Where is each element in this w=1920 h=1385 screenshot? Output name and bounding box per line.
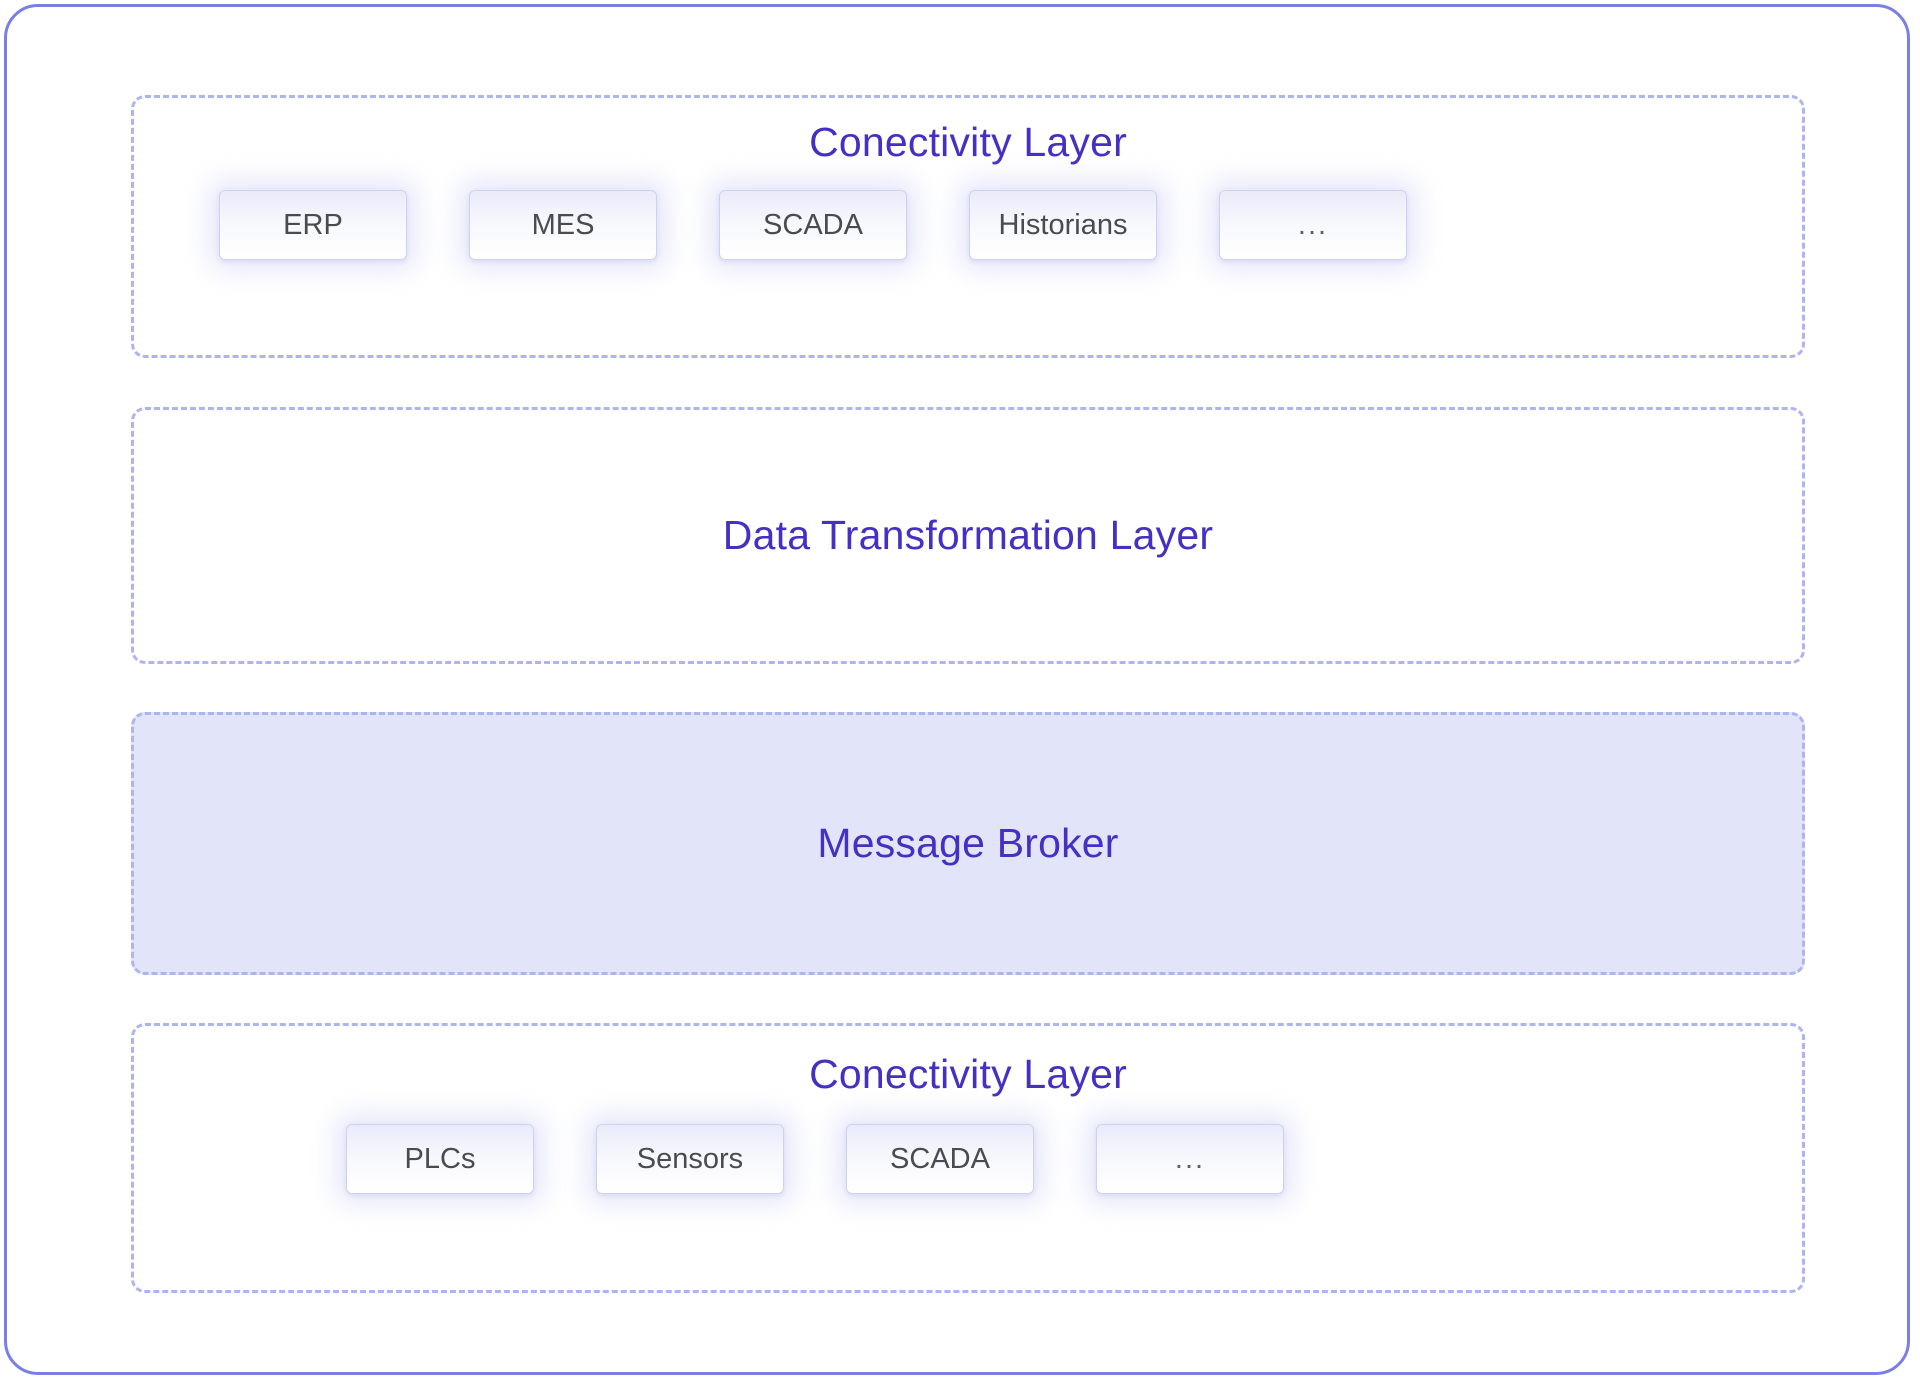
layer-panel-connectivity-bottom: Conectivity Layer PLCs Sensors SCADA ... <box>131 1023 1805 1293</box>
node-chip-label: MES <box>531 208 595 241</box>
layer-title-connectivity-bottom: Conectivity Layer <box>809 1051 1127 1097</box>
node-chip-scada-bottom[interactable]: SCADA <box>846 1124 1034 1194</box>
node-chip-more-top[interactable]: ... <box>1219 190 1407 260</box>
node-chip-label: Historians <box>998 208 1128 241</box>
node-chip-label: PLCs <box>404 1142 476 1175</box>
node-row-connectivity-bottom: PLCs Sensors SCADA ... <box>134 1124 1802 1194</box>
layers-stack: Conectivity Layer ERP MES SCADA Historia… <box>131 95 1805 1299</box>
node-row-connectivity-top: ERP MES SCADA Historians ... <box>134 190 1802 260</box>
node-chip-label: ... <box>1297 208 1329 241</box>
node-chip-erp[interactable]: ERP <box>219 190 407 260</box>
node-chip-label: SCADA <box>763 208 863 241</box>
node-chip-sensors[interactable]: Sensors <box>596 1124 784 1194</box>
node-chip-label: SCADA <box>890 1142 990 1175</box>
node-chip-label: ERP <box>283 208 343 241</box>
layer-title-connectivity-top: Conectivity Layer <box>809 119 1127 165</box>
node-chip-historians[interactable]: Historians <box>969 190 1157 260</box>
layer-title-data-transformation: Data Transformation Layer <box>722 512 1214 558</box>
node-chip-label: ... <box>1174 1142 1206 1175</box>
layer-panel-data-transformation: Data Transformation Layer <box>131 407 1805 664</box>
node-chip-scada-top[interactable]: SCADA <box>719 190 907 260</box>
node-chip-mes[interactable]: MES <box>469 190 657 260</box>
node-chip-more-bottom[interactable]: ... <box>1096 1124 1284 1194</box>
node-chip-plcs[interactable]: PLCs <box>346 1124 534 1194</box>
layer-panel-connectivity-top: Conectivity Layer ERP MES SCADA Historia… <box>131 95 1805 358</box>
diagram-frame: Conectivity Layer ERP MES SCADA Historia… <box>4 4 1910 1375</box>
node-chip-label: Sensors <box>636 1142 744 1175</box>
layer-panel-message-broker: Message Broker <box>131 712 1805 975</box>
layer-title-message-broker: Message Broker <box>817 820 1119 866</box>
